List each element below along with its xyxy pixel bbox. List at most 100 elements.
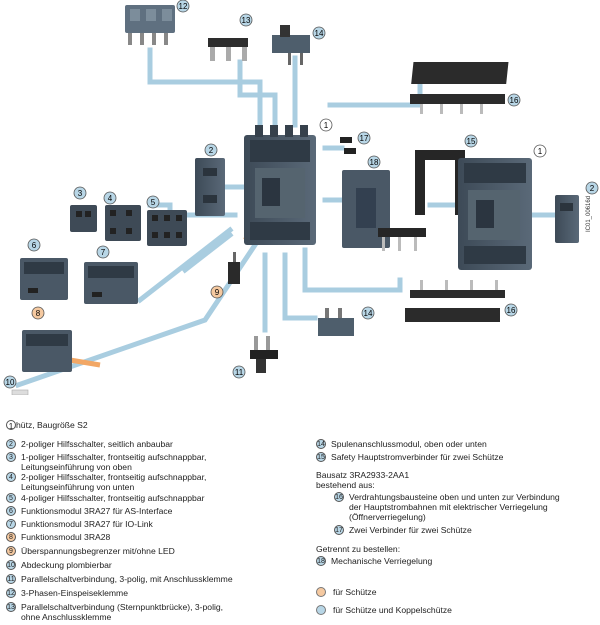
key-orange-dot <box>316 587 326 597</box>
callout-5-circle <box>146 195 160 209</box>
legend-text: Überspannungsbegrenzer mit/ohne LED <box>21 546 175 556</box>
aux-switch-3 <box>70 205 97 232</box>
callout-1-circle <box>319 118 333 132</box>
callout-13: 13 <box>242 16 251 25</box>
legend-number: 12 <box>6 588 16 598</box>
callout-11: 11 <box>235 368 244 377</box>
legend-text: Parallelschaltverbindung (Sternpunktbrüc… <box>21 602 224 622</box>
legend-number: 5 <box>6 493 16 503</box>
legend-number: 14 <box>316 439 326 449</box>
callout-15-circle <box>464 134 478 148</box>
callout-1: 1 <box>538 147 543 156</box>
callout-8-circle <box>31 306 45 320</box>
cover-10 <box>11 389 29 395</box>
legend-text: Funktionsmodul 3RA28 <box>21 532 111 542</box>
surge-suppressor-9 <box>228 252 240 284</box>
legend-text: Schütz, Baugröße S2 <box>6 420 88 430</box>
callout-2: 2 <box>590 184 595 193</box>
legend-item-18: 18 Mechanische Verriegelung <box>316 556 600 566</box>
callout-15: 15 <box>467 137 476 146</box>
callout-12: 12 <box>179 2 188 11</box>
callout-4-circle <box>103 191 117 205</box>
wiring-block-16-bottom <box>405 280 505 322</box>
legend-item-3: 3 1-poliger Hilfsschalter, frontseitig au… <box>6 452 306 472</box>
callout-14-circle <box>361 306 375 320</box>
callout-14: 14 <box>364 309 373 318</box>
legend-number: 3 <box>6 452 16 462</box>
callout-16: 16 <box>507 306 516 315</box>
bausatz-title: Bausatz 3RA2933-2AA1 bestehend aus: <box>316 470 410 490</box>
legend-text: Parallelschaltverbindung, 3-polig, mit A… <box>21 574 233 584</box>
callout-4: 4 <box>108 194 113 203</box>
callout-7-circle <box>96 245 110 259</box>
callout-16: 16 <box>510 96 519 105</box>
supply-terminal-12 <box>125 5 175 45</box>
legend-number: 15 <box>316 452 326 462</box>
legend-text: 2-poliger Hilfsschalter, frontseitig auf… <box>21 472 207 492</box>
legend-item-11: 11 Parallelschaltverbindung, 3-polig, mit… <box>6 574 306 584</box>
callout-16-circle <box>504 303 518 317</box>
legend-text: 3-Phasen-Einspeiseklemme <box>21 588 128 598</box>
function-module-7 <box>84 262 138 304</box>
callout-17: 17 <box>360 134 369 143</box>
safety-connector-15 <box>378 150 465 251</box>
callout-2-circle <box>585 181 599 195</box>
callout-1: 1 <box>324 121 329 130</box>
separately-title: Getrennt zu bestellen: <box>316 544 401 554</box>
legend-number: 2 <box>6 439 16 449</box>
callout-2: 2 <box>209 146 214 155</box>
callout-3-circle <box>73 186 87 200</box>
contactor-1-main <box>244 125 316 245</box>
legend-number: 11 <box>6 574 16 584</box>
wiring-block-16-top <box>410 62 509 114</box>
legend-text: Zwei Verbinder für zwei Schütze <box>349 525 472 535</box>
legend-number: 10 <box>6 560 16 570</box>
coil-module-14-bottom <box>318 308 354 336</box>
aux-switch-5 <box>147 210 187 246</box>
callout-17-circle <box>357 131 371 145</box>
callout-16-circle <box>507 93 521 107</box>
callout-14: 14 <box>315 29 324 38</box>
function-module-8 <box>22 330 72 372</box>
legend-text: Funktionsmodul 3RA27 für IO-Link <box>21 519 153 529</box>
key-blue-dot <box>316 605 326 615</box>
coil-module-14-top <box>272 25 310 65</box>
callout-13-circle <box>239 13 253 27</box>
legend-number: 6 <box>6 506 16 516</box>
callout-6-circle <box>27 238 41 252</box>
legend-text: 2-poliger Hilfsschalter, seitlich anbaub… <box>21 439 173 449</box>
callout-2-circle <box>204 143 218 157</box>
callout-9-circle <box>210 285 224 299</box>
legend-item-12: 12 3-Phasen-Einspeiseklemme <box>6 588 306 598</box>
callout-12-circle <box>176 0 190 13</box>
drawing-code: IC01_00616d <box>586 196 592 232</box>
legend-item-6: 6 Funktionsmodul 3RA27 für AS-Interface <box>6 506 306 516</box>
legend-number: 17 <box>334 525 344 535</box>
parallel-link-11 <box>250 336 278 373</box>
callout-6: 6 <box>32 241 37 250</box>
legend-text: Spulenanschlussmodul, oben oder unten <box>331 439 487 449</box>
legend-item-14: 14 Spulenanschlussmodul, oben oder unten <box>316 439 600 449</box>
callout-3: 3 <box>78 189 83 198</box>
legend-text: Mechanische Verriegelung <box>331 556 433 566</box>
legend-item-8: 8 Funktionsmodul 3RA28 <box>6 532 306 542</box>
key-blue-text: für Schütze und Koppelschütze <box>333 605 452 615</box>
legend-number: 8 <box>6 532 16 542</box>
aux-switch-4 <box>105 205 141 241</box>
legend-number: 9 <box>6 546 16 556</box>
aux-switch-2-right <box>555 195 579 243</box>
callout-10-circle <box>3 375 17 389</box>
legend-text: Funktionsmodul 3RA27 für AS-Interface <box>21 506 173 516</box>
legend-number: 16 <box>334 492 344 502</box>
contactor-1-right <box>458 158 532 270</box>
legend-text: 4-poliger Hilfsschalter, frontseitig auf… <box>21 493 205 503</box>
callout-7: 7 <box>101 248 106 257</box>
legend-text: 1-poliger Hilfsschalter, frontseitig auf… <box>21 452 207 472</box>
legend-number: 18 <box>316 556 326 566</box>
